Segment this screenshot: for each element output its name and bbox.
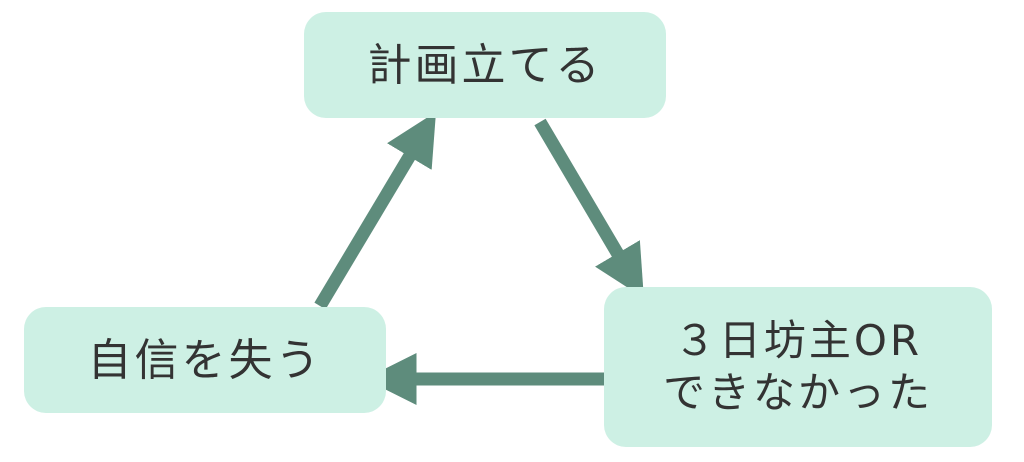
node-gave-up-line1: ３日坊主OR (673, 315, 923, 365)
node-make-plan-label: 計画立てる (367, 39, 603, 91)
node-gave-up: ３日坊主OR できなかった (604, 287, 992, 447)
node-make-plan: 計画立てる (304, 12, 666, 118)
arrow-left-to-top (314, 111, 437, 310)
node-gave-up-line2: できなかった (662, 368, 933, 417)
node-gave-up-label: ３日坊主OR できなかった (663, 315, 933, 420)
arrow-top-to-right (534, 118, 644, 299)
node-lose-confidence-label: 自信を失う (87, 334, 323, 386)
node-lose-confidence: 自信を失う (24, 307, 386, 413)
